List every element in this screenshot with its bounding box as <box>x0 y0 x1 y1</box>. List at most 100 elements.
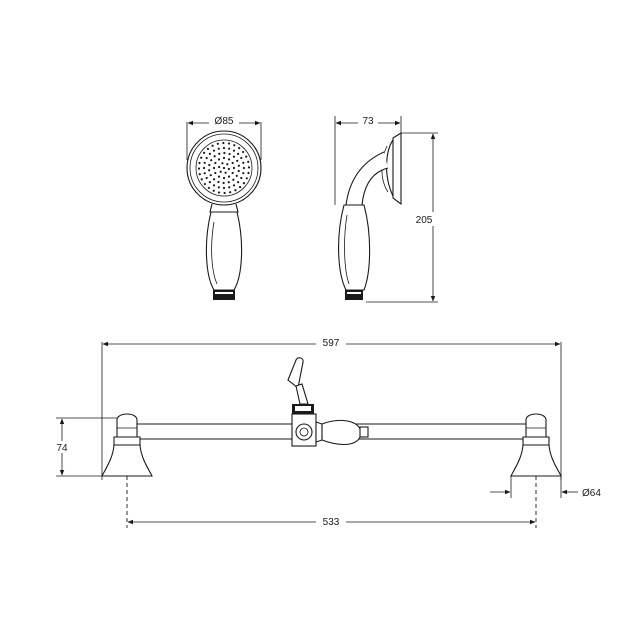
spray-hole <box>222 146 226 150</box>
spray-hole <box>209 174 212 177</box>
handset-side-view: 73 205 <box>334 114 438 303</box>
spray-hole <box>217 186 220 189</box>
dim-pillar-diameter: Ø64 <box>582 488 601 499</box>
spray-hole <box>214 161 217 165</box>
spray-hole <box>208 163 211 167</box>
spray-hole <box>237 164 240 167</box>
dim-pillar-height: 74 <box>56 443 68 454</box>
spray-hole <box>247 166 251 169</box>
spray-hole <box>242 172 245 175</box>
spray-hole <box>242 182 246 185</box>
spray-hole <box>202 166 206 170</box>
dim-head-diameter: Ø85 <box>215 116 234 127</box>
spray-hole <box>222 156 226 160</box>
spray-hole <box>203 172 206 175</box>
spray-hole <box>227 175 231 178</box>
spray-hole <box>212 178 216 181</box>
spray-hole <box>224 171 227 174</box>
spray-hole <box>223 191 226 195</box>
spray-hole <box>222 186 226 190</box>
handset-front-view: Ø85 <box>186 114 262 300</box>
spray-hole <box>217 180 220 184</box>
spray-hole <box>237 152 240 155</box>
spray-hole <box>219 170 222 173</box>
spray-hole <box>217 158 221 161</box>
spray-hole <box>242 166 246 170</box>
spray-hole <box>205 156 208 160</box>
spray-hole <box>213 155 216 158</box>
dim-head-depth: 73 <box>362 116 374 127</box>
spray-hole <box>198 161 201 165</box>
spray-hole <box>212 184 216 187</box>
spray-hole <box>200 178 203 181</box>
spray-hole <box>206 147 210 150</box>
spray-hole <box>238 146 241 150</box>
spray-hole <box>208 152 211 155</box>
spray-hole <box>227 167 230 171</box>
spray-hole <box>223 151 226 155</box>
spray-hole <box>235 174 238 177</box>
spray-hole <box>214 171 217 175</box>
spray-hole <box>222 166 226 170</box>
spray-hole <box>203 182 206 186</box>
spray-hole <box>232 155 236 158</box>
spray-hole <box>222 141 225 145</box>
spray-hole <box>234 189 237 192</box>
spray-hole <box>208 169 211 172</box>
spray-hole <box>217 147 220 150</box>
spray-hole <box>228 186 231 189</box>
spray-hole <box>212 189 215 192</box>
spray-hole <box>226 163 229 166</box>
spray-hole <box>210 159 213 162</box>
spray-hole <box>197 167 201 170</box>
dim-bar-length: 597 <box>323 338 340 349</box>
spray-hole <box>240 156 243 160</box>
spray-holes <box>197 141 251 195</box>
spray-hole <box>227 181 230 184</box>
dim-centres: 533 <box>323 517 340 528</box>
spray-hole <box>233 144 236 147</box>
spray-hole <box>208 181 211 184</box>
spray-hole <box>217 175 221 178</box>
spray-hole <box>218 165 221 169</box>
spray-hole <box>247 171 250 175</box>
spray-hole <box>229 191 232 194</box>
spray-hole <box>232 149 236 152</box>
spray-hole <box>232 166 236 170</box>
spray-hole <box>202 151 206 154</box>
spray-hole <box>216 142 219 145</box>
dim-handset-height: 205 <box>416 215 433 226</box>
spray-hole <box>237 181 240 184</box>
riser-bar-assembly: 597 533 <box>52 336 601 528</box>
spray-hole <box>227 142 231 145</box>
spray-hole <box>242 150 245 154</box>
spray-hole <box>218 152 221 155</box>
spray-hole <box>222 181 225 185</box>
spray-hole <box>227 158 231 161</box>
spray-hole <box>237 169 240 173</box>
spray-hole <box>207 186 210 190</box>
spray-hole <box>231 161 234 165</box>
spray-hole <box>200 156 203 159</box>
spray-hole <box>228 152 231 156</box>
spray-hole <box>228 147 231 150</box>
spray-hole <box>242 161 245 164</box>
spray-hole <box>240 176 243 180</box>
spray-hole <box>198 173 201 176</box>
spray-hole <box>247 160 250 163</box>
spray-hole <box>211 144 214 147</box>
spray-hole <box>217 191 221 194</box>
spray-hole <box>238 186 242 189</box>
spray-hole <box>232 184 236 187</box>
spray-hole <box>222 176 226 180</box>
spray-hole <box>203 161 206 164</box>
spray-hole <box>212 166 216 170</box>
spray-hole <box>205 176 208 180</box>
spray-hole <box>245 177 248 180</box>
spray-hole <box>232 178 235 181</box>
spray-hole <box>221 162 224 165</box>
spray-hole <box>245 155 248 158</box>
spray-hole <box>236 159 239 162</box>
spray-hole <box>231 171 234 175</box>
